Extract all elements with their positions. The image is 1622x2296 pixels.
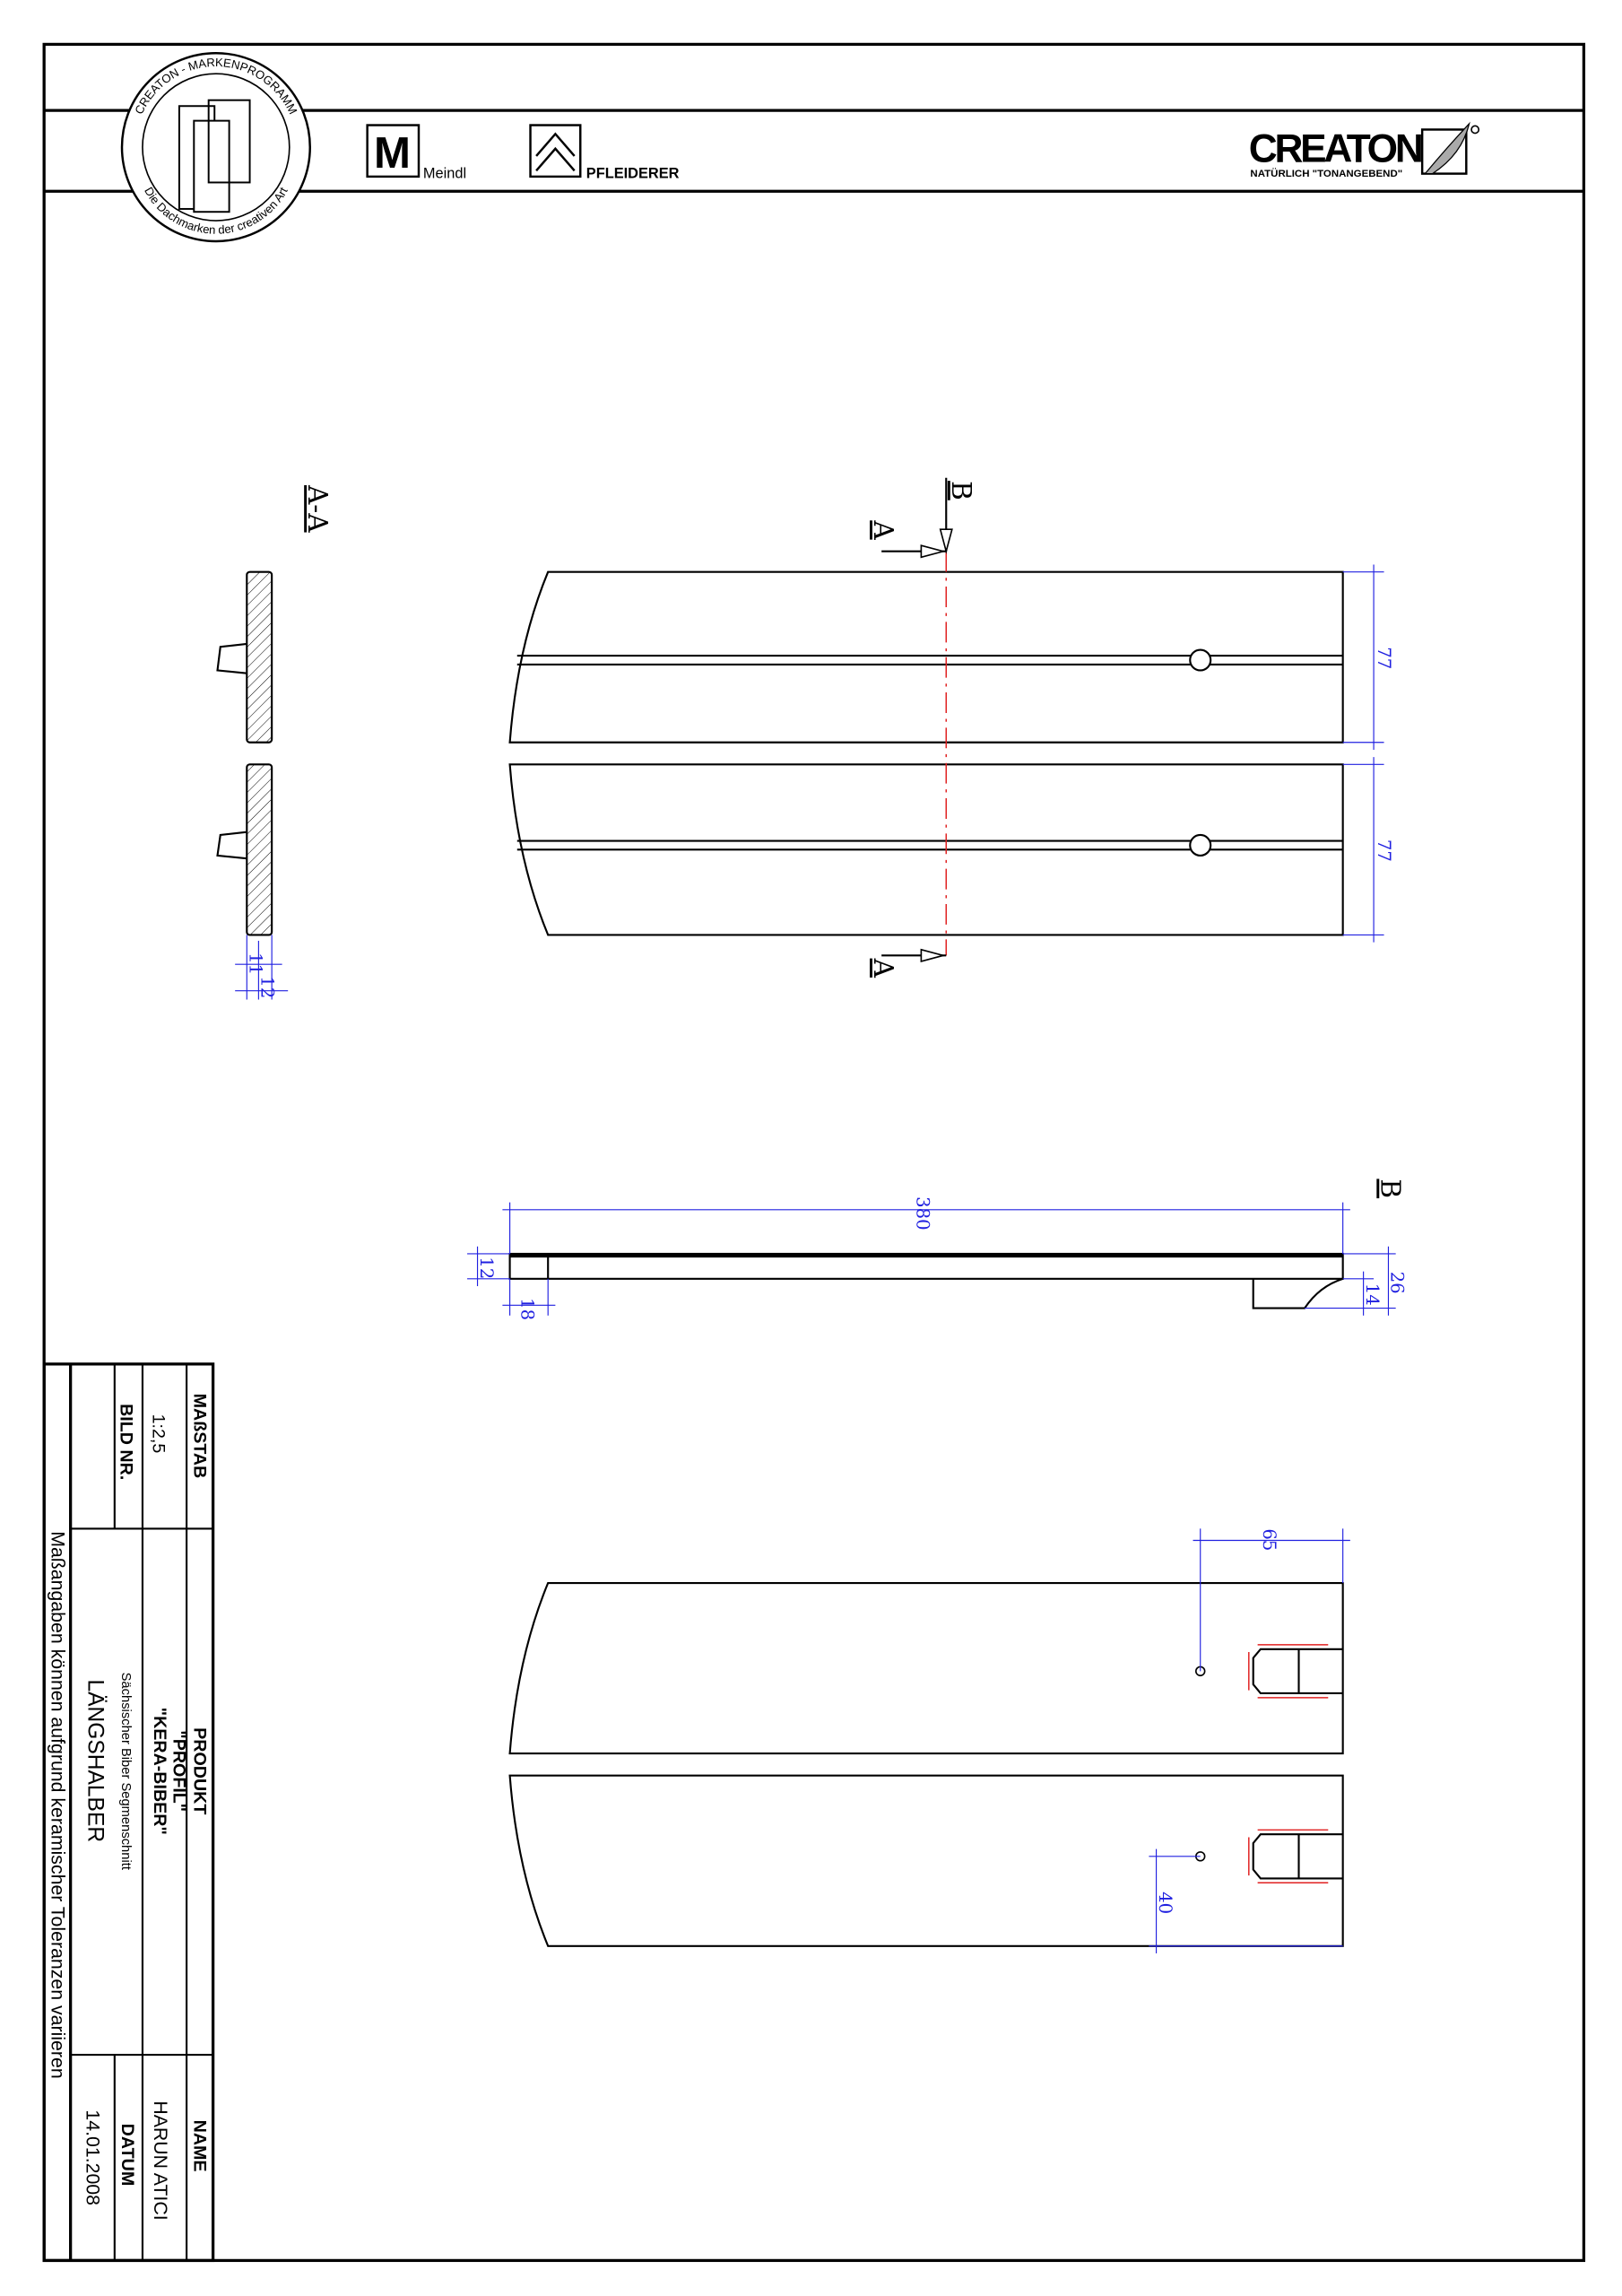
- bottom-view: 65 40: [508, 1528, 1350, 1953]
- section-a-a-view: A-A 11 12: [216, 484, 333, 1000]
- svg-text:77: 77: [1374, 839, 1394, 862]
- title-block: MAßSTAB 1:2,5 BILD NR. PRODUKT "PROFIL" …: [42, 1362, 215, 2263]
- svg-text:14: 14: [1362, 1283, 1383, 1306]
- svg-text:NAME: NAME: [189, 2120, 209, 2172]
- svg-text:12: 12: [476, 1257, 497, 1279]
- top-view: B A A 77 77: [508, 477, 1394, 978]
- svg-text:BILD NR.: BILD NR.: [116, 1404, 135, 1480]
- drawing-border: [42, 42, 1586, 2263]
- meindl-logo: M Meindl: [366, 124, 466, 182]
- svg-text:PFLEIDERER: PFLEIDERER: [586, 166, 680, 182]
- svg-text:Sächsischer Biber Segmenschnit: Sächsischer Biber Segmenschnitt: [118, 1673, 133, 1870]
- svg-text:Maßangaben können aufgrund: Maßangaben können aufgrund keramischer T…: [47, 1531, 68, 2079]
- svg-text:18: 18: [517, 1298, 538, 1320]
- creaton-seal-logo: CREATON - MARKENPROGRAMM Die Dachmarken …: [120, 52, 311, 243]
- svg-text:B: B: [1375, 1178, 1405, 1198]
- svg-text:77: 77: [1374, 647, 1394, 669]
- svg-text:DATUM: DATUM: [117, 2124, 137, 2187]
- svg-text:380: 380: [912, 1196, 932, 1231]
- svg-text:M: M: [374, 129, 411, 178]
- svg-text:A-A: A-A: [302, 484, 333, 533]
- svg-text:12: 12: [257, 976, 278, 998]
- svg-text:MAßSTAB: MAßSTAB: [189, 1394, 209, 1479]
- svg-text:65: 65: [1259, 1528, 1279, 1551]
- pfleiderer-logo: PFLEIDERER: [529, 124, 680, 182]
- svg-text:LÄNGSHALBER: LÄNGSHALBER: [82, 1680, 107, 1843]
- creaton-logo: CREATON NATÜRLICH "TONANGEBEND": [1249, 121, 1480, 179]
- svg-text:A: A: [868, 958, 898, 978]
- svg-text:26: 26: [1387, 1272, 1408, 1294]
- svg-text:"PROFIL": "PROFIL": [169, 1730, 188, 1812]
- svg-text:1:2,5: 1:2,5: [148, 1414, 168, 1454]
- svg-text:HARUN ATICI: HARUN ATICI: [150, 2100, 171, 2220]
- svg-text:A: A: [868, 519, 898, 540]
- side-view: 380 B 12 18 26 14: [467, 1178, 1408, 1320]
- svg-text:B: B: [946, 481, 976, 500]
- svg-text:CREATON: CREATON: [1249, 127, 1421, 171]
- svg-text:11: 11: [246, 952, 266, 975]
- svg-text:PRODUKT: PRODUKT: [189, 1727, 209, 1814]
- svg-text:14.01.2008: 14.01.2008: [82, 2109, 104, 2205]
- svg-text:"KERA-BIBER": "KERA-BIBER": [150, 1708, 169, 1835]
- svg-text:40: 40: [1155, 1892, 1175, 1914]
- svg-text:Meindl: Meindl: [423, 166, 466, 182]
- svg-text:NATÜRLICH "TONANGEBEND": NATÜRLICH "TONANGEBEND": [1250, 168, 1402, 179]
